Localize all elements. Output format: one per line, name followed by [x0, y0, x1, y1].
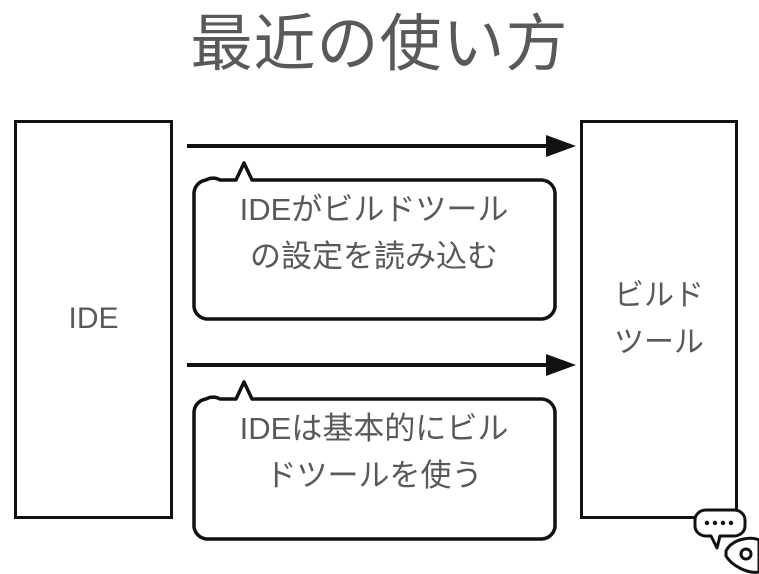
- arrow-head-icon: [546, 135, 576, 157]
- bubble-dot-1: [704, 520, 710, 526]
- callout-2-line-1: IDEは基本的にビル: [239, 411, 509, 446]
- bubble-dot-2: [712, 520, 718, 526]
- speech-bubble-character-doodle: [690, 508, 759, 574]
- callout-2-line-2: ドツールを使う: [265, 458, 483, 494]
- node-ide-box[interactable]: IDE: [14, 120, 173, 519]
- arrow-ide-to-buildtool-bottom: [187, 354, 576, 376]
- node-buildtool-label-line-2: ツール: [614, 325, 704, 359]
- callout-1-line-2: の設定を読み込む: [250, 239, 498, 275]
- callout-text-1: IDEがビルドツール の設定を読み込む: [206, 186, 542, 280]
- doodle-svg: [693, 508, 759, 574]
- character-eye-icon: [739, 547, 753, 561]
- callout-outline: [192, 380, 557, 541]
- bubble-dot-4: [728, 520, 734, 526]
- callout-box-2[interactable]: IDEは基本的にビル ドツールを使う: [192, 380, 557, 541]
- callout-shape-2: [192, 380, 557, 541]
- node-buildtool-box[interactable]: ビルド ツール: [580, 120, 738, 519]
- callout-shape-1: [192, 161, 557, 321]
- arrow-head-icon: [546, 354, 576, 376]
- bubble-dot-3: [720, 520, 726, 526]
- node-buildtool-label: ビルド ツール: [614, 273, 704, 366]
- callout-outline: [192, 161, 557, 321]
- speech-bubble-icon: [693, 508, 747, 550]
- node-ide-label: IDE: [68, 296, 118, 343]
- page-title: 最近の使い方: [190, 10, 569, 79]
- arrow-ide-to-buildtool-top: [187, 135, 576, 157]
- callout-box-1[interactable]: IDEがビルドツール の設定を読み込む: [192, 161, 557, 321]
- node-ide-label-line: IDE: [68, 302, 119, 336]
- node-buildtool-label-line-1: ビルド: [614, 279, 704, 312]
- callout-1-line-1: IDEがビルドツール: [239, 192, 509, 227]
- callout-text-2: IDEは基本的にビル ドツールを使う: [206, 405, 542, 499]
